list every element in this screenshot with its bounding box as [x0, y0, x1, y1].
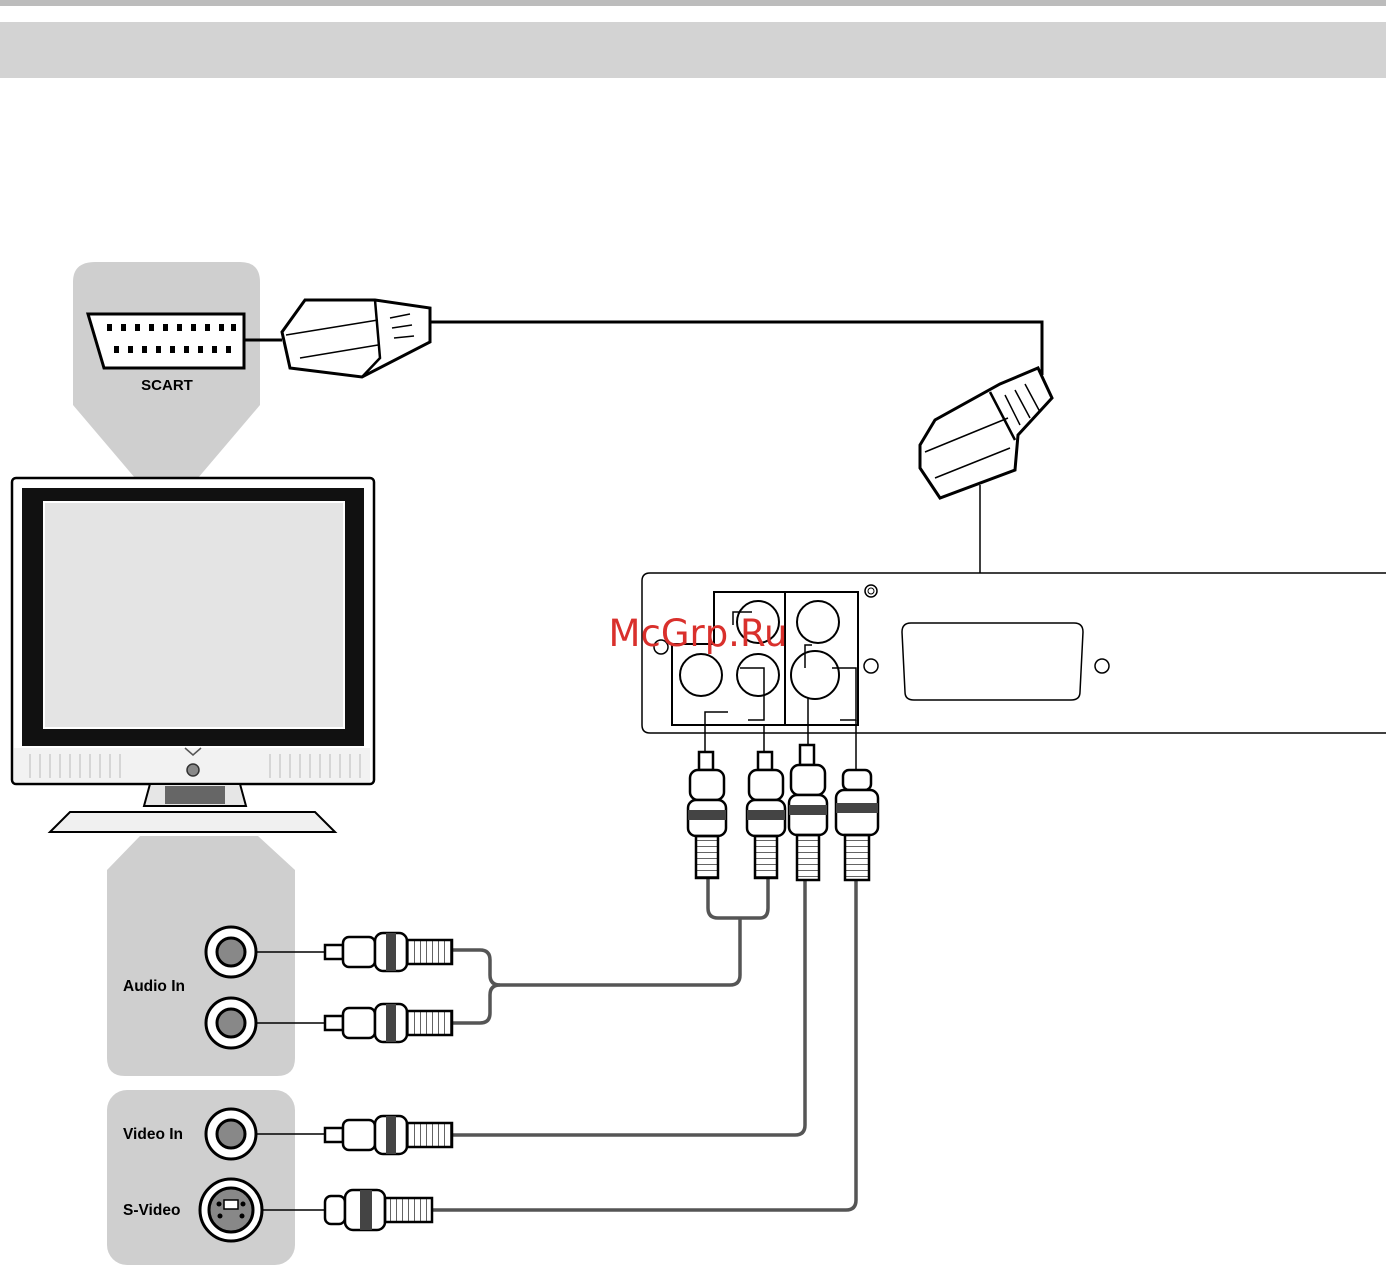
rca-plug-audio-1 — [325, 933, 452, 971]
s-video-plug — [325, 1190, 432, 1230]
player-rca-plug-1 — [688, 725, 726, 878]
tv-video-jack — [206, 1109, 256, 1159]
player-rca-plug-video — [789, 720, 827, 880]
tv-scart-socket — [88, 314, 244, 368]
rca-plug-video — [325, 1116, 452, 1154]
rca-plug-audio-2 — [325, 1004, 452, 1042]
audio-in-label: Audio In — [123, 978, 185, 995]
scart-callout-panel — [73, 262, 260, 478]
tv-audio-jack-2 — [206, 998, 256, 1048]
video-in-label: Video In — [123, 1126, 183, 1143]
tv-audio-jack-1 — [206, 927, 256, 977]
scart-plug-tv-end — [282, 300, 430, 377]
player-scart-socket — [902, 623, 1083, 700]
player-rca-plug-2 — [747, 725, 785, 878]
av-cables — [432, 878, 856, 1210]
scart-plug-device-end — [920, 368, 1052, 498]
scart-label: SCART — [141, 377, 193, 394]
s-video-label: S-Video — [123, 1202, 180, 1219]
tv-s-video-jack — [200, 1179, 262, 1241]
tv-set — [12, 478, 374, 832]
player-s-video-plug — [836, 720, 878, 880]
video-callout-panel — [107, 1090, 295, 1265]
watermark: McGrp.Ru — [609, 612, 788, 655]
audio-callout-panel — [107, 836, 295, 1076]
